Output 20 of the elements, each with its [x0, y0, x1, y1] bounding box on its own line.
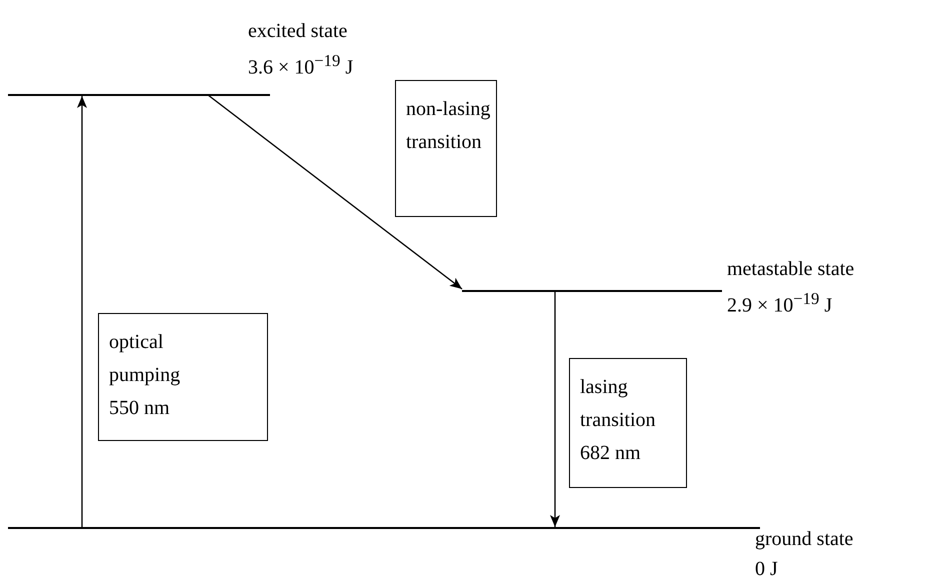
level-label: 2.9 × 10$^{−19}$ J	[727, 288, 832, 319]
arrow	[550, 292, 560, 527]
arrow	[77, 96, 87, 527]
level-label: excited state	[248, 19, 348, 44]
level-label: ground state	[755, 527, 854, 552]
box-text: 550 nm	[109, 396, 171, 421]
box-text: non-lasing transition	[406, 97, 492, 155]
box-text: 682 nm	[580, 441, 642, 466]
label-box	[98, 313, 268, 441]
box-text: lasing transition	[580, 375, 657, 433]
energy-level-line	[8, 94, 270, 96]
level-label: 3.6 × 10$^{−19}$ J	[248, 50, 354, 81]
energy-level-line	[462, 290, 722, 292]
level-label: metastable state	[727, 257, 854, 282]
label-box	[395, 80, 497, 217]
box-text: optical pumping	[109, 330, 182, 388]
arrow	[208, 94, 462, 290]
level-label: 0 J	[755, 557, 778, 582]
label-box	[569, 358, 687, 488]
energy-level-line	[8, 527, 760, 528]
